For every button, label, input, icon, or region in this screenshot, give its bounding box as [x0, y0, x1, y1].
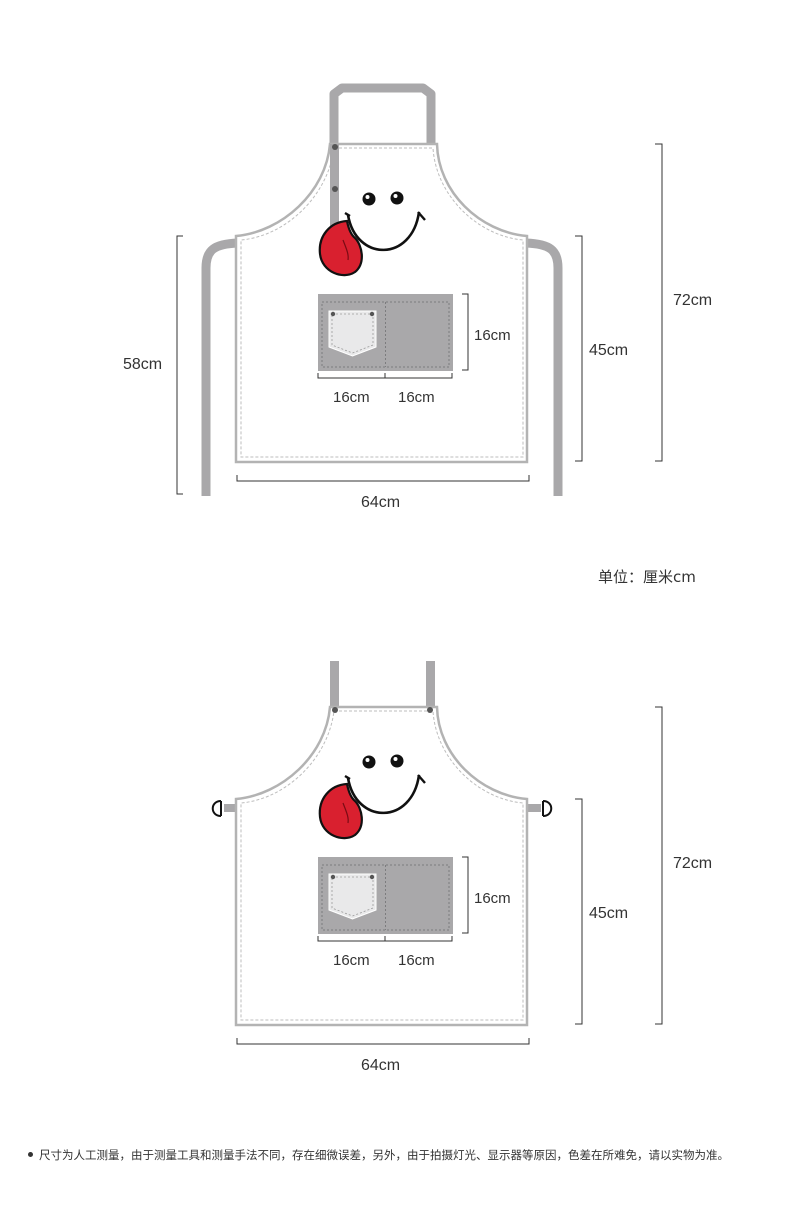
- pocket-right-width-label: 16cm: [398, 389, 435, 406]
- width-label: 64cm: [361, 494, 400, 511]
- neck-strap: [329, 83, 436, 250]
- body-height-label: 45cm: [589, 905, 628, 922]
- pocket-left-width-label: 16cm: [333, 952, 370, 969]
- width-label: 64cm: [361, 1057, 400, 1074]
- pocket-right-width-label: 16cm: [398, 952, 435, 969]
- pocket-left-width-label: 16cm: [333, 389, 370, 406]
- total-height-label: 72cm: [673, 855, 712, 872]
- neck-strap-right: [426, 661, 435, 707]
- front-pocket: [317, 856, 454, 935]
- apron-bottom-diagram: 72cm 45cm 64cm 16cm 16cm 16cm: [211, 661, 712, 1074]
- footnote: 尺寸为人工测量，由于测量工具和测量手法不同，存在细微误差，另外，由于拍摄灯光、显…: [28, 1147, 729, 1163]
- waist-strap-right: [525, 238, 563, 496]
- neck-drop-label: 58cm: [123, 356, 162, 373]
- d-ring-left-icon: [211, 800, 222, 817]
- d-ring-right-icon: [542, 800, 553, 817]
- neck-strap-left: [330, 661, 339, 707]
- pocket-height-label: 16cm: [474, 890, 511, 907]
- front-pocket: [317, 293, 454, 372]
- bullet-icon: [28, 1152, 33, 1157]
- pocket-height-label: 16cm: [474, 327, 511, 344]
- footnote-text: 尺寸为人工测量，由于测量工具和测量手法不同，存在细微误差，另外，由于拍摄灯光、显…: [39, 1148, 729, 1162]
- waist-strap-left: [201, 238, 239, 496]
- unit-note: 单位：厘米cm: [598, 568, 696, 586]
- apron-top-diagram: 72cm 45cm 58cm 64cm 16cm 16cm 16cm: [123, 83, 712, 511]
- body-height-label: 45cm: [589, 342, 628, 359]
- total-height-label: 72cm: [673, 292, 712, 309]
